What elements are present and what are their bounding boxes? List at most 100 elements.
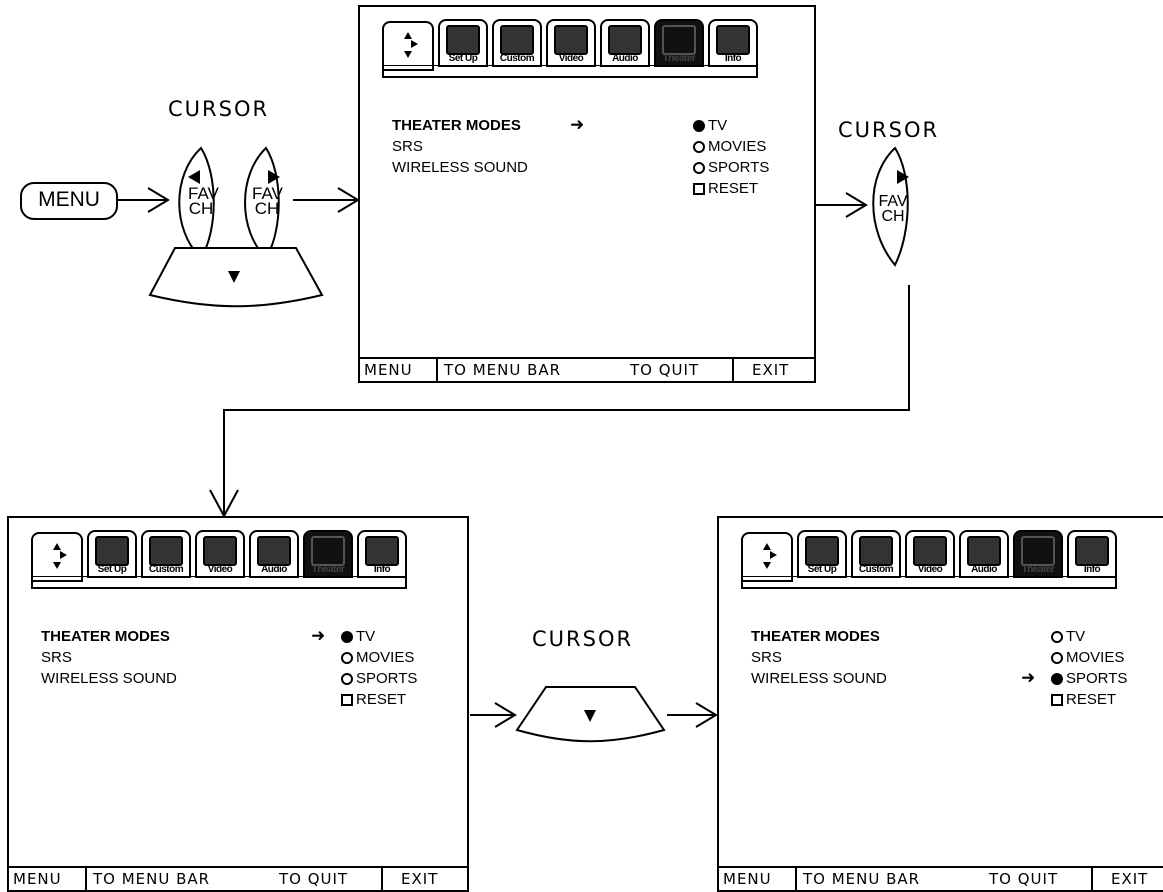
checkbox-icon: [1051, 694, 1063, 706]
menu-item-theater-modes[interactable]: THEATER MODES: [751, 628, 880, 645]
tab-set-up[interactable]: Set Up: [797, 530, 847, 578]
tab-label: Custom: [499, 53, 535, 64]
tab-video[interactable]: Video: [195, 530, 245, 578]
setup-icon: [95, 536, 129, 566]
status-exit: EXIT: [401, 870, 439, 888]
option-label: TV: [708, 117, 728, 134]
divider: [795, 868, 797, 890]
divider: [1091, 868, 1093, 890]
option-movies[interactable]: MOVIES: [693, 138, 766, 155]
setup-icon: [805, 536, 839, 566]
info-icon: [716, 25, 750, 55]
menu-button[interactable]: MENU: [20, 182, 118, 220]
tab-label: Set Up: [448, 53, 478, 64]
option-sports[interactable]: SPORTS: [341, 670, 417, 687]
right-cursor-button[interactable]: FAV CH: [252, 184, 283, 217]
status-to-menu-bar: TO MENU BAR: [444, 361, 562, 379]
nav-arrows-tab[interactable]: [741, 532, 793, 582]
left-cursor-button[interactable]: FAV CH: [188, 185, 219, 218]
option-label: MOVIES: [1066, 649, 1125, 666]
tab-info[interactable]: Info: [708, 19, 758, 67]
menu-item-theater-modes[interactable]: THEATER MODES: [41, 628, 170, 645]
nav-arrows-icon: [404, 32, 418, 58]
option-label: SPORTS: [708, 159, 770, 176]
option-reset[interactable]: RESET: [693, 180, 758, 197]
status-to-quit: TO QUIT: [630, 361, 700, 379]
tab-label: Audio: [612, 53, 638, 64]
divider: [436, 359, 438, 381]
menu-item-srs[interactable]: SRS: [392, 138, 423, 155]
tab-video[interactable]: Video: [546, 19, 596, 67]
tab-audio[interactable]: Audio: [959, 530, 1009, 578]
tab-info[interactable]: Info: [357, 530, 407, 578]
checkbox-icon: [693, 183, 705, 195]
menu-item-wireless-sound[interactable]: WIRELESS SOUND: [751, 670, 887, 687]
audio-icon: [967, 536, 1001, 566]
tab-label: Theater: [662, 53, 696, 64]
tab-set-up[interactable]: Set Up: [438, 19, 488, 67]
tab-label: Video: [917, 564, 943, 575]
setup-icon: [446, 25, 480, 55]
menu-item-srs[interactable]: SRS: [751, 649, 782, 666]
fav-text: FAV: [252, 184, 283, 203]
option-reset[interactable]: RESET: [1051, 691, 1116, 708]
status-exit: EXIT: [1111, 870, 1149, 888]
nav-arrows-icon: [763, 543, 777, 569]
ch-text: CH: [188, 199, 214, 218]
custom-icon: [500, 25, 534, 55]
menu-item-wireless-sound[interactable]: WIRELESS SOUND: [392, 159, 528, 176]
option-label: SPORTS: [356, 670, 418, 687]
theater-icon: [662, 25, 696, 55]
status-exit: EXIT: [752, 361, 790, 379]
option-movies[interactable]: MOVIES: [1051, 649, 1124, 666]
tab-audio[interactable]: Audio: [600, 19, 650, 67]
tab-theater[interactable]: Theater: [654, 19, 704, 67]
radio-icon: [1051, 631, 1063, 643]
option-reset[interactable]: RESET: [341, 691, 406, 708]
option-movies[interactable]: MOVIES: [341, 649, 414, 666]
tab-custom[interactable]: Custom: [141, 530, 191, 578]
tab-set-up[interactable]: Set Up: [87, 530, 137, 578]
custom-icon: [859, 536, 893, 566]
radio-icon: [693, 141, 705, 153]
nav-arrows-tab[interactable]: [382, 21, 434, 71]
menu-bar-base: [741, 576, 1117, 589]
option-tv[interactable]: TV: [341, 628, 375, 645]
tab-theater[interactable]: Theater: [303, 530, 353, 578]
option-label: RESET: [708, 180, 759, 197]
status-menu: MENU: [723, 870, 772, 888]
single-right-cursor-button[interactable]: FAV CH: [876, 194, 910, 225]
status-to-menu-bar: TO MENU BAR: [93, 870, 211, 888]
status-to-quit: TO QUIT: [279, 870, 349, 888]
option-label: SPORTS: [1066, 670, 1128, 687]
tab-audio[interactable]: Audio: [249, 530, 299, 578]
menu-item-wireless-sound[interactable]: WIRELESS SOUND: [41, 670, 177, 687]
nav-arrows-tab[interactable]: [31, 532, 83, 582]
option-label: MOVIES: [356, 649, 415, 666]
option-tv[interactable]: TV: [693, 117, 727, 134]
divider: [381, 868, 383, 890]
cursor-label-1: CURSOR: [168, 97, 270, 121]
radio-icon: [341, 652, 353, 664]
menu-item-theater-modes[interactable]: THEATER MODES: [392, 117, 521, 134]
audio-icon: [608, 25, 642, 55]
option-sports[interactable]: SPORTS: [693, 159, 769, 176]
custom-icon: [149, 536, 183, 566]
tab-theater[interactable]: Theater: [1013, 530, 1063, 578]
option-tv[interactable]: TV: [1051, 628, 1085, 645]
option-sports[interactable]: SPORTS: [1051, 670, 1127, 687]
tab-custom[interactable]: Custom: [492, 19, 542, 67]
tab-label: Audio: [261, 564, 287, 575]
tab-custom[interactable]: Custom: [851, 530, 901, 578]
tab-video[interactable]: Video: [905, 530, 955, 578]
menu-item-srs[interactable]: SRS: [41, 649, 72, 666]
radio-icon: [1051, 652, 1063, 664]
ch-text: CH: [881, 208, 905, 225]
tab-info[interactable]: Info: [1067, 530, 1117, 578]
tab-label: Info: [1083, 564, 1101, 575]
tab-label: Video: [207, 564, 233, 575]
